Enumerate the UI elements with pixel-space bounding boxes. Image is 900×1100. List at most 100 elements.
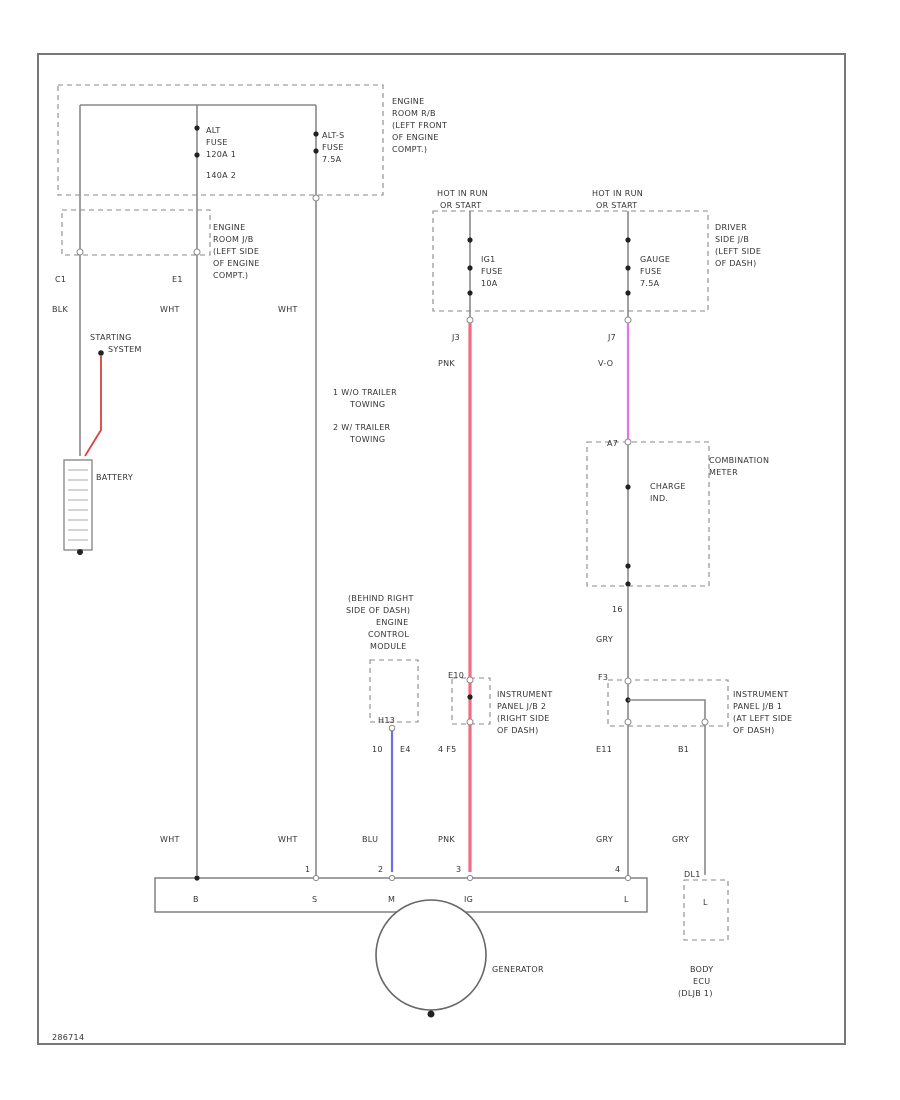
wire-label-pnk-2: PNK: [438, 835, 455, 844]
legend: 1 W/O TRAILER TOWING 2 W/ TRAILER TOWING: [333, 388, 397, 444]
generator-ground: [427, 1010, 435, 1018]
engine-relay-box-outline: [57, 84, 384, 196]
svg-text:OF DASH): OF DASH): [715, 259, 757, 268]
gauge-j7-terminal: [624, 316, 632, 324]
svg-text:ENGINE: ENGINE: [376, 618, 408, 627]
instrument-jb2-bottom-terminal: [466, 718, 474, 726]
svg-text:DRIVER: DRIVER: [715, 223, 747, 232]
svg-text:COMPT.): COMPT.): [213, 271, 248, 280]
svg-text:OR START: OR START: [440, 201, 481, 210]
alts-fuse-connector: [312, 194, 320, 202]
battery-label: BATTERY: [96, 473, 133, 482]
generator-b-terminal: [194, 875, 200, 881]
instrument-jb1-e11-terminal: [624, 718, 632, 726]
hot-in-run-left-label: HOT IN RUN OR START: [437, 189, 488, 210]
svg-text:MODULE: MODULE: [370, 642, 407, 651]
svg-text:(RIGHT SIDE: (RIGHT SIDE: [497, 714, 550, 723]
generator-label: GENERATOR: [492, 965, 544, 974]
alt-fuse-bottom-terminal: [194, 152, 200, 158]
jb-c1-terminal: [76, 248, 84, 256]
ig1-fuse-label: IG1 FUSE 10A: [481, 255, 503, 288]
generator-connector: [154, 877, 648, 913]
instrument-jb1-b1-terminal: [701, 718, 709, 726]
instrument-jb1-label: INSTRUMENT PANEL J/B 1 (AT LEFT SIDE OF …: [733, 690, 792, 735]
svg-text:ENGINE: ENGINE: [213, 223, 245, 232]
generator-terminal-l: L: [624, 895, 629, 904]
svg-text:IND.: IND.: [650, 494, 668, 503]
wire-label-vio: V-O: [598, 359, 613, 368]
engine-room-jb-outline: [61, 209, 211, 256]
ig1-fuse-top-terminal: [467, 237, 473, 243]
wire-label-wht-2: WHT: [278, 305, 298, 314]
svg-text:INSTRUMENT: INSTRUMENT: [497, 690, 553, 699]
generator-terminal-b: B: [193, 895, 199, 904]
svg-text:7.5A: 7.5A: [322, 155, 342, 164]
starting-system-terminal: [98, 350, 104, 356]
instrument-jb2-label: INSTRUMENT PANEL J/B 2 (RIGHT SIDE OF DA…: [497, 690, 553, 735]
svg-text:GAUGE: GAUGE: [640, 255, 670, 264]
generator-pin-4: 4: [615, 865, 620, 874]
starting-system-label: STARTING SYSTEM: [90, 333, 142, 354]
meter-a7-pin: A7: [607, 439, 618, 448]
generator-l-terminal: [624, 874, 632, 882]
jb-e1-terminal: [193, 248, 201, 256]
svg-text:ENGINE: ENGINE: [392, 97, 424, 106]
svg-text:FUSE: FUSE: [640, 267, 662, 276]
ecm-pin-box: H13: [378, 716, 395, 725]
instrument-jb1-branch-wire: [628, 699, 706, 875]
gauge-fuse-mid-terminal: [625, 265, 631, 271]
wire-label-gry-1: GRY: [596, 635, 613, 644]
generator-pin-1: 1: [305, 865, 310, 874]
footer-code: 286714: [52, 1033, 84, 1042]
svg-text:OF ENGINE: OF ENGINE: [213, 259, 260, 268]
generator-s-terminal: [312, 874, 320, 882]
svg-text:SIDE J/B: SIDE J/B: [715, 235, 749, 244]
diagram-frame: [37, 53, 846, 1045]
instrument-jb2-top-terminal: [466, 676, 474, 684]
battery: [63, 459, 93, 555]
svg-text:(LEFT FRONT: (LEFT FRONT: [392, 121, 447, 130]
instrument-jb1-e11-pin: E11: [596, 745, 612, 754]
instrument-jb1-top-pin: F3: [598, 673, 608, 682]
instrument-jb2-top-pin: E10: [448, 671, 464, 680]
svg-text:(AT LEFT SIDE: (AT LEFT SIDE: [733, 714, 792, 723]
svg-text:7.5A: 7.5A: [640, 279, 660, 288]
svg-text:FUSE: FUSE: [481, 267, 503, 276]
svg-text:10A: 10A: [481, 279, 498, 288]
instrument-jb2-bottom-pin: 4 F5: [438, 745, 457, 754]
alts-fuse-top-terminal: [313, 131, 319, 137]
wire-label-pnk-1: PNK: [438, 359, 455, 368]
hot-in-run-right-label: HOT IN RUN OR START: [592, 189, 643, 210]
svg-text:1 W/O TRAILER: 1 W/O TRAILER: [333, 388, 397, 397]
svg-text:METER: METER: [709, 468, 738, 477]
generator-m-terminal: [388, 874, 396, 882]
ig1-j3-terminal: [466, 316, 474, 324]
wire-label-wht-1: WHT: [160, 305, 180, 314]
generator-terminal-ig: IG: [464, 895, 473, 904]
ecm-pin-e4: E4: [400, 745, 411, 754]
charge-ind-terminal-bottom: [625, 563, 631, 569]
wire-label-gry-2: GRY: [596, 835, 613, 844]
svg-text:IG1: IG1: [481, 255, 496, 264]
generator-pin-3: 3: [456, 865, 461, 874]
wire-label-blu: BLU: [362, 835, 378, 844]
starting-red-wire: [84, 355, 102, 457]
svg-text:120A 1: 120A 1: [206, 150, 236, 159]
svg-text:TOWING: TOWING: [349, 400, 385, 409]
gauge-fuse-label: GAUGE FUSE 7.5A: [640, 255, 670, 288]
generator-terminal-s: S: [312, 895, 317, 904]
svg-text:HOT IN RUN: HOT IN RUN: [437, 189, 488, 198]
svg-text:FUSE: FUSE: [206, 138, 228, 147]
svg-text:2 W/ TRAILER: 2 W/ TRAILER: [333, 423, 391, 432]
generator-ig-terminal: [466, 874, 474, 882]
svg-text:PANEL J/B 2: PANEL J/B 2: [497, 702, 546, 711]
svg-text:SYSTEM: SYSTEM: [108, 345, 142, 354]
alts-fuse-label: ALT-S FUSE 7.5A: [322, 131, 344, 164]
svg-text:OR START: OR START: [596, 201, 637, 210]
ecm-label: (BEHIND RIGHT SIDE OF DASH) ENGINE CONTR…: [346, 594, 413, 651]
svg-text:TOWING: TOWING: [349, 435, 385, 444]
combination-meter-label: COMBINATION METER: [709, 456, 769, 477]
generator-symbol: [375, 899, 487, 1011]
engine-room-jb-label: ENGINE ROOM J/B (LEFT SIDE OF ENGINE COM…: [213, 223, 260, 280]
svg-text:HOT IN RUN: HOT IN RUN: [592, 189, 643, 198]
